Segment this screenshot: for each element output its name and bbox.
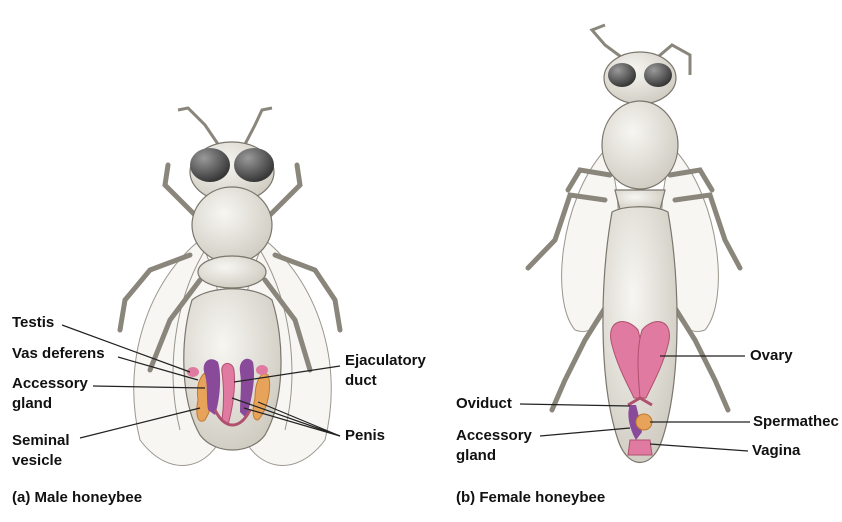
caption-female-honeybee: (b) Female honeybee bbox=[456, 489, 605, 507]
label-accessory-gland-female-line1: Accessory bbox=[456, 427, 532, 445]
male-right-eye bbox=[234, 148, 274, 182]
label-spermatheca: Spermathec bbox=[753, 413, 839, 431]
female-left-eye bbox=[608, 63, 636, 87]
female-honeybee bbox=[520, 25, 750, 463]
label-seminal-vesicle-line1: Seminal bbox=[12, 432, 70, 450]
label-seminal-vesicle-line2: vesicle bbox=[12, 452, 62, 470]
male-thorax bbox=[192, 187, 272, 263]
label-accessory-gland-male-line1: Accessory bbox=[12, 375, 88, 393]
label-vas-deferens: Vas deferens bbox=[12, 345, 105, 363]
label-vagina: Vagina bbox=[752, 442, 800, 460]
label-accessory-gland-female-line2: gland bbox=[456, 447, 496, 465]
male-waist bbox=[198, 256, 266, 288]
female-thorax bbox=[602, 101, 678, 189]
male-left-eye bbox=[190, 148, 230, 182]
label-accessory-gland-male-line2: gland bbox=[12, 395, 52, 413]
female-right-eye bbox=[644, 63, 672, 87]
label-oviduct: Oviduct bbox=[456, 395, 512, 413]
label-penis: Penis bbox=[345, 427, 385, 445]
label-ovary: Ovary bbox=[750, 347, 793, 365]
label-ejaculatory-duct-line1: Ejaculatory bbox=[345, 352, 426, 370]
caption-male-honeybee: (a) Male honeybee bbox=[12, 489, 142, 507]
label-ejaculatory-duct-line2: duct bbox=[345, 372, 377, 390]
male-honeybee bbox=[62, 108, 340, 465]
label-testis: Testis bbox=[12, 314, 54, 332]
